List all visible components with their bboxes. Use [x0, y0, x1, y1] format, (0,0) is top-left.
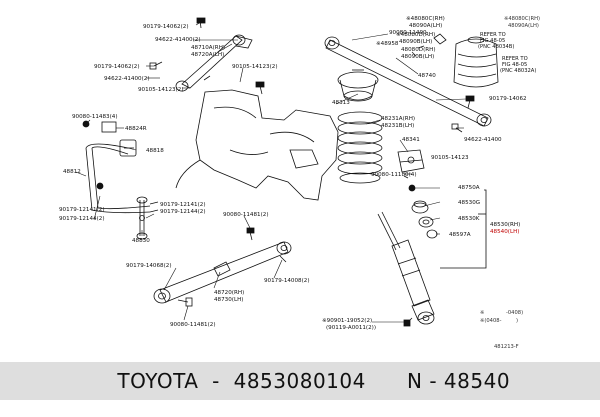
part-label[interactable]: ※48080D(RH) [396, 32, 435, 38]
part-label[interactable]: 94622-41400(2) [104, 76, 150, 82]
part-label[interactable]: 90179-14062(2) [94, 64, 140, 70]
stabilizer-bar [82, 120, 151, 214]
part-info-footer: TOYOTA - 4853080104 N - 48540 [0, 362, 600, 400]
part-label[interactable]: 48530G [458, 200, 480, 206]
part-label[interactable]: 48090A(LH) [409, 23, 442, 29]
part-label[interactable]: 90179-14062(2) [143, 24, 189, 30]
part-label[interactable]: 90080-11490 [389, 30, 427, 36]
part-label[interactable]: ※48080C(RH) [406, 16, 445, 22]
part-label[interactable]: 48231B(LH) [381, 123, 414, 129]
refer-note-line: REFER TO [502, 56, 528, 62]
brand-name: TOYOTA [117, 369, 199, 393]
part-label[interactable]: 90080-11481(2) [170, 322, 216, 328]
part-label[interactable]: 90105-14123(2) [138, 87, 184, 93]
shock-absorber [377, 211, 435, 327]
callout-labels: 90179-14062(2) 94622-41400(2) 48710A(RH)… [59, 24, 527, 331]
part-label[interactable]: 48710A(RH) [191, 45, 225, 51]
part-label[interactable]: 48597A [449, 232, 471, 238]
part-label[interactable]: 48818 [146, 148, 164, 154]
callout-leaders [75, 21, 467, 323]
part-label[interactable]: 94622-41400(2) [155, 37, 201, 43]
date-note: ※(0408- [480, 318, 502, 324]
coil-spring [337, 111, 383, 184]
part-label[interactable]: 48090B(LH) [399, 39, 432, 45]
figure-id: 481213-F [494, 344, 519, 350]
part-label[interactable]: 48231A(RH) [381, 116, 415, 122]
shock-upper-mounts [403, 175, 438, 239]
footer-gap [366, 369, 407, 393]
refer-note-line: FIG 48-05 [480, 38, 505, 44]
part-label[interactable]: 90080-11180(4) [371, 172, 417, 178]
refer-note-line: FIG 48-05 [502, 62, 527, 68]
parts-drawing [75, 17, 499, 327]
part-label[interactable]: ※48958 [376, 41, 399, 47]
part-label[interactable]: 90179-12144(2) [160, 209, 206, 215]
date-note: -0408) [506, 310, 523, 316]
part-label[interactable]: 90179-12141(2) [160, 202, 206, 208]
spring-insulator [337, 69, 379, 102]
stabilizer-link [136, 196, 159, 240]
refer-notes: REFER TO FIG 48-05 (PNC 48034B) REFER TO… [478, 32, 536, 74]
exploded-parts-diagram: 90179-14062(2) 94622-41400(2) 48710A(RH)… [59, 16, 540, 350]
part-label[interactable]: 48080D(RH) [401, 47, 436, 53]
part-label[interactable]: 90179-12144(2) [59, 216, 105, 222]
part-number: 4853080104 [233, 369, 366, 393]
lateral-control-rod [324, 36, 492, 133]
part-label[interactable]: 48530(RH) [490, 222, 520, 228]
corner-note: ※48080C(RH) [504, 16, 540, 22]
part-label[interactable]: 90179-12141(2) [59, 207, 105, 213]
bracket-lines [440, 189, 487, 269]
refer-note-line: (PNC 48032A) [500, 68, 536, 74]
bumper-bellows [417, 33, 499, 88]
part-label[interactable]: 90179-14068(2) [126, 263, 172, 269]
part-label[interactable]: 48812 [63, 169, 81, 175]
part-label[interactable]: 48720A(LH) [191, 52, 224, 58]
footer-separator: - [198, 369, 234, 393]
part-label[interactable]: 48750A [458, 185, 480, 191]
lateral-rod-refs: ※48080C(RH) 48090A(LH) ※48080D(RH) 48090… [396, 16, 445, 45]
corner-notes: ※48080C(RH) 48090A(LH) [504, 16, 540, 29]
part-label[interactable]: 48090B(LH) [401, 54, 434, 60]
part-label[interactable]: 48341 [402, 137, 420, 143]
part-label[interactable]: 48730(LH) [214, 297, 243, 303]
part-label[interactable]: 48824R [125, 126, 147, 132]
part-label[interactable]: 48740 [418, 73, 436, 79]
corner-note: 48090A(LH) [508, 23, 539, 29]
part-label[interactable]: 90179-14062 [489, 96, 527, 102]
part-label[interactable]: 94622-41400 [464, 137, 502, 143]
part-label[interactable]: 90080-11483(4) [72, 114, 118, 120]
date-note: ) [516, 318, 518, 324]
part-label[interactable]: (90119-A0011(2)) [326, 325, 376, 331]
spring-bumper [397, 149, 425, 173]
part-label[interactable]: 90080-11481(2) [223, 212, 269, 218]
part-label[interactable]: 48830 [132, 238, 150, 244]
date-note: ※ [480, 310, 484, 316]
lower-control-arm [153, 227, 292, 307]
part-label[interactable]: 90105-14123 [431, 155, 469, 161]
highlighted-part-label[interactable]: 48540(LH) [490, 229, 519, 235]
date-notes: ※ -0408) ※(0408- ) [480, 310, 523, 324]
part-label[interactable]: 90105-14123(2) [232, 64, 278, 70]
ref-number: 48540 [443, 369, 511, 393]
part-label[interactable]: 90179-14008(2) [264, 278, 310, 284]
refer-note-line: (PNC 48034B) [478, 44, 514, 50]
ref-prefix: N - [407, 369, 444, 393]
frame-outline [175, 89, 339, 201]
part-label[interactable]: 48530K [458, 216, 480, 222]
refer-note-line: REFER TO [480, 32, 506, 38]
part-label[interactable]: 48313 [332, 100, 350, 106]
footer-caption: TOYOTA - 4853080104 N - 48540 [90, 345, 510, 417]
part-label[interactable]: 48720(RH) [214, 290, 244, 296]
part-label[interactable]: ※90901-19052(2) [322, 318, 372, 324]
